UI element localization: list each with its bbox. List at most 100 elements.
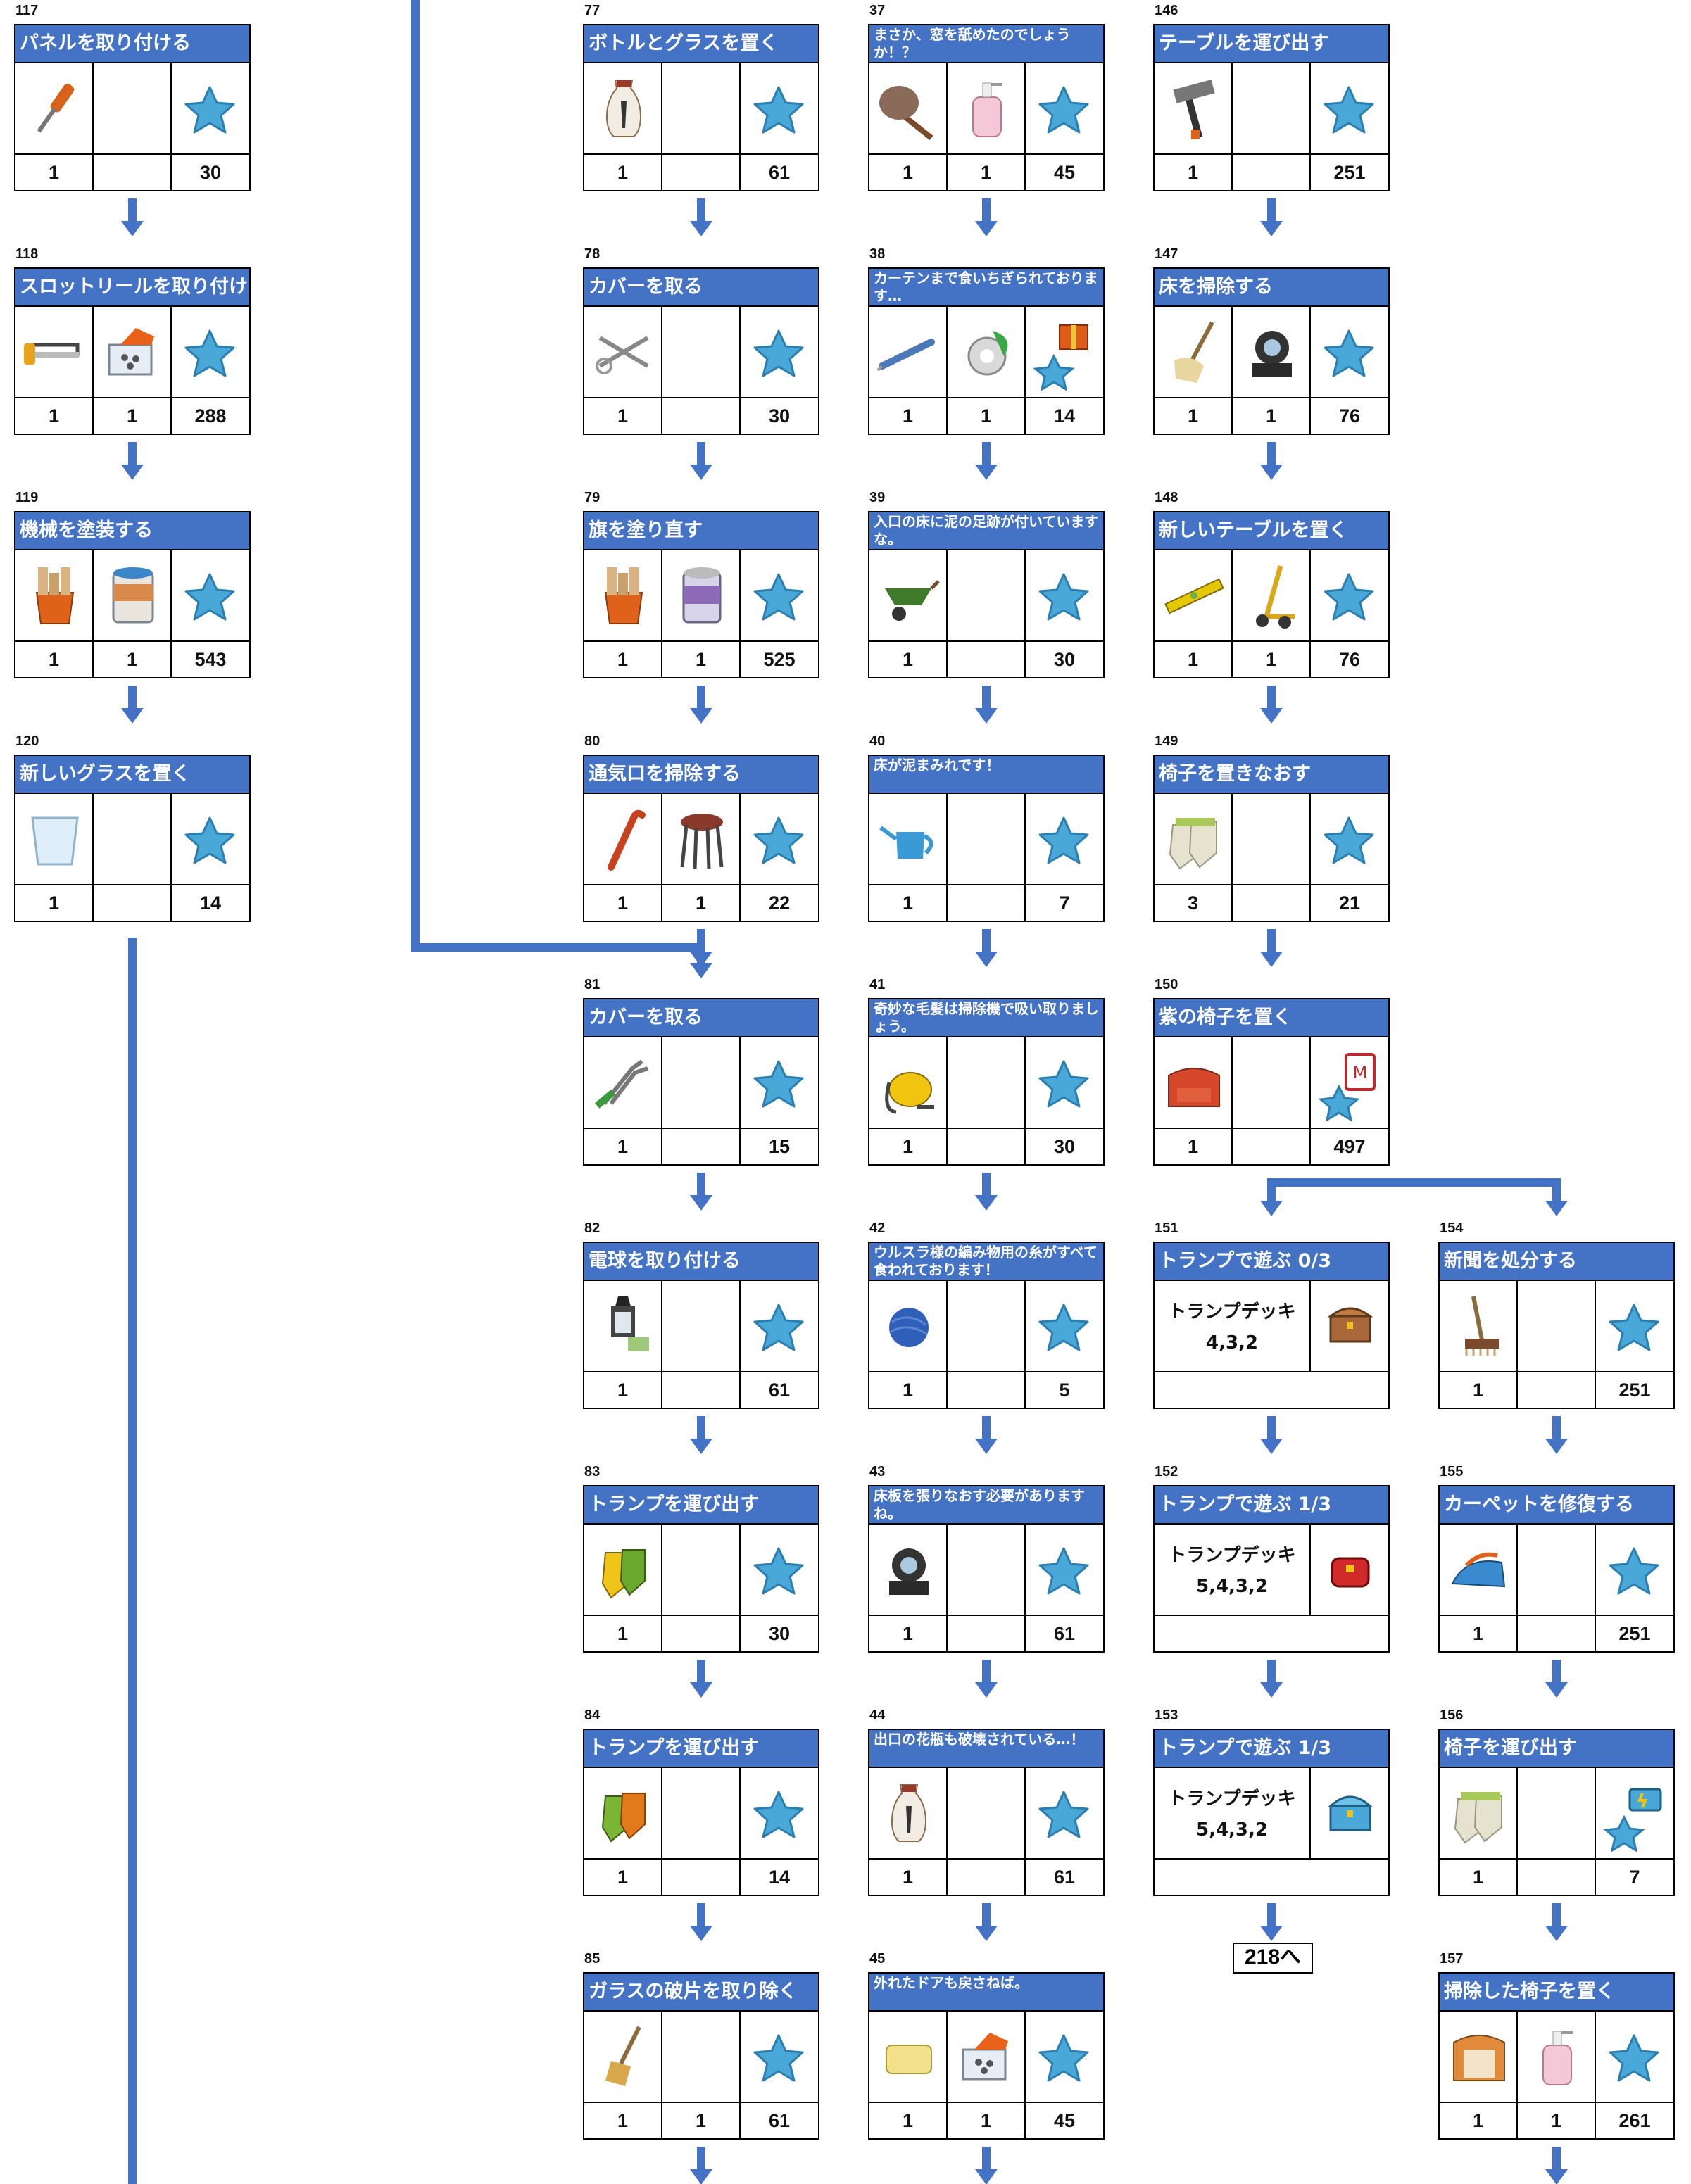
task-title[interactable]: カーペットを修復する: [1438, 1485, 1675, 1525]
task-number: 43: [869, 1464, 886, 1479]
task-title[interactable]: 紫の椅子を置く: [1153, 998, 1390, 1037]
task-title[interactable]: パネルを取り付ける: [14, 24, 251, 63]
item-cell: [1233, 63, 1311, 153]
task-title[interactable]: 新しいテーブルを置く: [1153, 511, 1390, 550]
task-title[interactable]: トランプで遊ぶ 1/3: [1153, 1485, 1390, 1525]
goto-reference[interactable]: 218へ: [1233, 1943, 1313, 1974]
task-title[interactable]: テーブルを運び出す: [1153, 24, 1390, 63]
quantity-row: [1155, 1371, 1388, 1408]
task-title[interactable]: 入口の床に泥の足跡が付いていますな。: [868, 511, 1105, 550]
toolbox-star-icon: [1600, 1784, 1668, 1857]
flow-arrow: [1260, 1903, 1283, 1941]
task-title[interactable]: 出口の花瓶も破壊されている…！: [868, 1729, 1105, 1768]
task-title[interactable]: 機械を塗装する: [14, 511, 251, 550]
task-title[interactable]: カーテンまで食いちぎられております…: [868, 267, 1105, 307]
task-title[interactable]: 椅子を運び出す: [1438, 1729, 1675, 1768]
item-quantity: 1: [662, 2103, 741, 2138]
star-icon: [1030, 2027, 1098, 2100]
task-title[interactable]: 新しいグラスを置く: [14, 755, 251, 794]
reward-cell: [1026, 63, 1103, 153]
reward-amount: 288: [194, 405, 227, 427]
item-quantity: 1: [15, 398, 94, 434]
item-cell: [869, 1525, 948, 1615]
item-quantity: 1: [1155, 1129, 1233, 1164]
task-title[interactable]: トランプで遊ぶ 1/3: [1153, 1729, 1390, 1768]
task-title[interactable]: 外れたドアも戻さねば。: [868, 1972, 1105, 2012]
task-title[interactable]: 床が泥まみれです！: [868, 755, 1105, 794]
deck-label: トランプデッキ: [1168, 1545, 1296, 1566]
item-cell: [869, 63, 948, 153]
bolts-box-icon: [99, 317, 167, 390]
task-title[interactable]: 新聞を処分する: [1438, 1242, 1675, 1281]
task-title[interactable]: 通気口を掃除する: [583, 755, 819, 794]
task-title[interactable]: 電球を取り付ける: [583, 1242, 819, 1281]
reward-amount: 30: [1053, 1136, 1076, 1157]
task-title[interactable]: カバーを取る: [583, 267, 819, 307]
task-title[interactable]: ウルスラ様の編み物用の糸がすべて食われております！: [868, 1242, 1105, 1281]
reward-amount: 76: [1338, 405, 1361, 427]
item-cell: [948, 307, 1026, 397]
task-title[interactable]: スロットリールを取り付ける: [14, 267, 251, 307]
item-cell: [1155, 550, 1233, 640]
task-title[interactable]: 掃除した椅子を置く: [1438, 1972, 1675, 2012]
task-title[interactable]: 床板を張りなおす必要がありますね。: [868, 1485, 1105, 1525]
task-title[interactable]: ガラスの破片を取り除く: [583, 1972, 819, 2012]
iron-icon: [1445, 1534, 1513, 1608]
task-title[interactable]: 奇妙な毛髪は掃除機で吸い取りましょう。: [868, 998, 1105, 1037]
task-title[interactable]: まさか、窓を舐めたのでしょうか！？: [868, 24, 1105, 63]
task-title[interactable]: トランプを運び出す: [583, 1485, 819, 1525]
red-box-icon: [1316, 1534, 1384, 1608]
task-title[interactable]: カバーを取る: [583, 998, 819, 1037]
task-title[interactable]: 椅子を置きなおす: [1153, 755, 1390, 794]
reward-cell: [1596, 1525, 1673, 1615]
task-title[interactable]: 旗を塗り直す: [583, 511, 819, 550]
item-cell: [584, 1037, 662, 1128]
task-title[interactable]: トランプで遊ぶ 0/3: [1153, 1242, 1390, 1281]
task-title[interactable]: トランプを運び出す: [583, 1729, 819, 1768]
task-number: 40: [869, 733, 886, 749]
task-title[interactable]: ボトルとグラスを置く: [583, 24, 819, 63]
task-title[interactable]: 床を掃除する: [1153, 267, 1390, 307]
reward-cell: [172, 550, 249, 640]
item-cell: [1518, 2012, 1596, 2102]
